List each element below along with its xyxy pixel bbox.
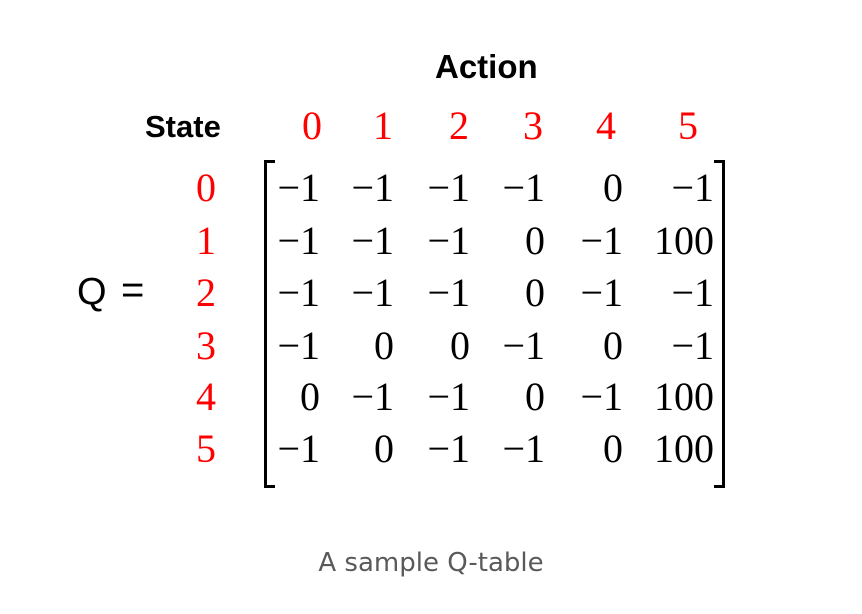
- figure-caption: A sample Q-table: [318, 548, 544, 578]
- q-cell-s0-a3: −1: [502, 165, 545, 210]
- q-cell-s3-a4: 0: [603, 323, 623, 368]
- q-cell-s0-a1: −1: [351, 165, 394, 210]
- q-cell-s0-a2: −1: [427, 165, 470, 210]
- q-cell-s5-a1: 0: [374, 426, 394, 471]
- q-cell-s2-a0: −1: [277, 270, 320, 315]
- q-cell-s3-a1: 0: [374, 323, 394, 368]
- matrix-right-bracket: [714, 160, 725, 488]
- state-header-4: 4: [196, 374, 216, 419]
- q-cell-s4-a2: −1: [427, 374, 470, 419]
- action-header-5: 5: [678, 103, 698, 148]
- q-cell-s5-a0: −1: [277, 426, 320, 471]
- q-cell-s3-a3: −1: [502, 323, 545, 368]
- matrix-left-bracket: [264, 160, 275, 488]
- q-symbol: Q: [77, 271, 107, 313]
- state-header-3: 3: [196, 323, 216, 368]
- q-cell-s3-a0: −1: [277, 323, 320, 368]
- q-cell-s2-a1: −1: [351, 270, 394, 315]
- action-axis-label: Action: [435, 48, 538, 85]
- q-cell-s0-a0: −1: [277, 165, 320, 210]
- q-cell-s4-a5: 100: [654, 374, 714, 419]
- q-cell-s1-a2: −1: [427, 218, 470, 263]
- q-cell-s1-a5: 100: [654, 218, 714, 263]
- state-header-0: 0: [196, 165, 216, 210]
- q-cell-s5-a3: −1: [502, 426, 545, 471]
- q-cell-s5-a5: 100: [654, 426, 714, 471]
- action-header-4: 4: [596, 103, 616, 148]
- state-header-1: 1: [196, 218, 216, 263]
- q-cell-s1-a3: 0: [525, 218, 545, 263]
- q-cell-s2-a5: −1: [671, 270, 714, 315]
- q-cell-s3-a5: −1: [671, 323, 714, 368]
- state-header-5: 5: [196, 426, 216, 471]
- q-cell-s3-a2: 0: [450, 323, 470, 368]
- q-cell-s4-a1: −1: [351, 374, 394, 419]
- q-cell-s4-a4: −1: [580, 374, 623, 419]
- q-cell-s5-a2: −1: [427, 426, 470, 471]
- state-header-2: 2: [196, 270, 216, 315]
- q-cell-s2-a4: −1: [580, 270, 623, 315]
- q-cell-s4-a0: 0: [300, 374, 320, 419]
- q-cell-s2-a2: −1: [427, 270, 470, 315]
- equals-sign: =: [121, 268, 145, 312]
- q-cell-s5-a4: 0: [603, 426, 623, 471]
- q-cell-s2-a3: 0: [525, 270, 545, 315]
- q-cell-s1-a1: −1: [351, 218, 394, 263]
- action-header-0: 0: [302, 103, 322, 148]
- action-header-3: 3: [523, 103, 543, 148]
- q-cell-s1-a4: −1: [580, 218, 623, 263]
- state-axis-label: State: [145, 109, 221, 144]
- action-header-2: 2: [449, 103, 469, 148]
- q-cell-s1-a0: −1: [277, 218, 320, 263]
- action-header-1: 1: [373, 103, 393, 148]
- q-cell-s0-a4: 0: [603, 165, 623, 210]
- q-cell-s0-a5: −1: [671, 165, 714, 210]
- q-cell-s4-a3: 0: [525, 374, 545, 419]
